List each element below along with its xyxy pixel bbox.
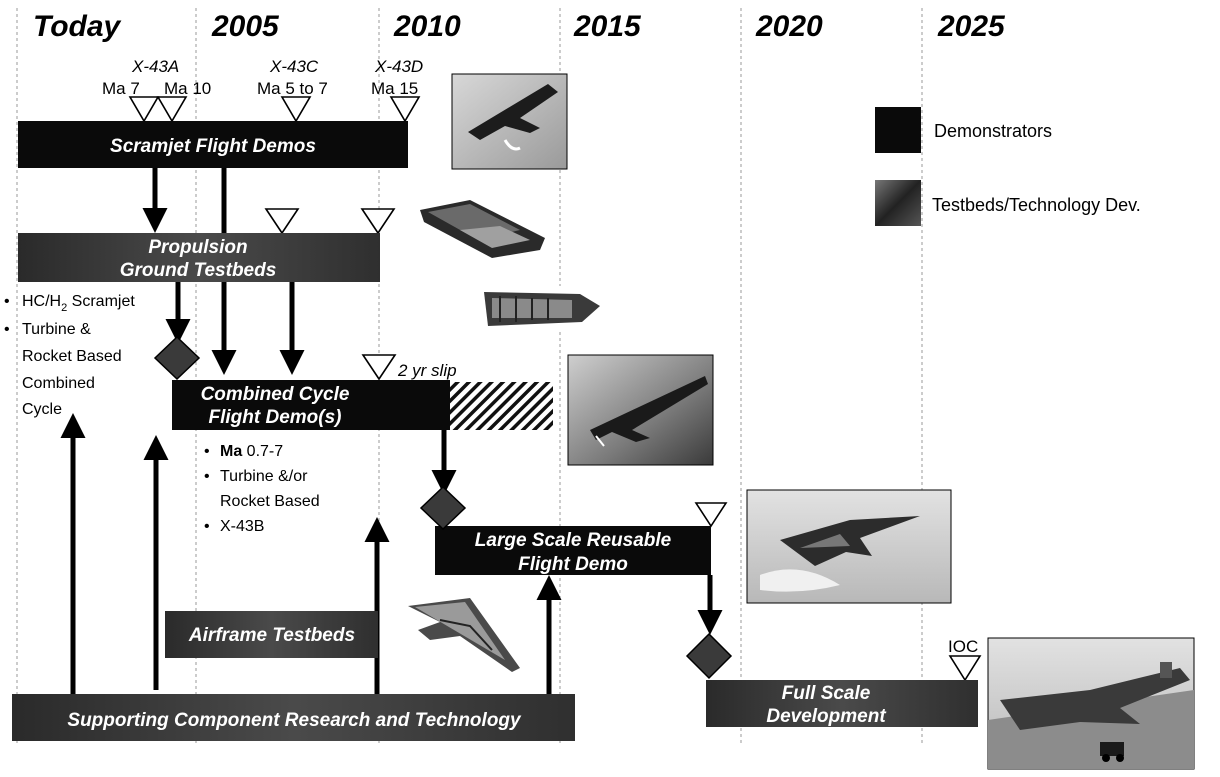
scramjet-engine-photo (420, 200, 545, 258)
milestone-triangle (694, 502, 728, 528)
left-notes: • HC/H2 Scramjet • Turbine & Rocket Base… (4, 293, 135, 418)
vehicle-x43a: X-43A (131, 57, 179, 76)
slip-label: 2 yr slip (397, 361, 457, 380)
bar-combined-cycle-flight-demos (172, 380, 450, 430)
connector-arrows (60, 168, 723, 698)
legend: Demonstrators Testbeds/Technology Dev. (875, 107, 1141, 226)
reusable-vehicle-photo (746, 489, 952, 604)
legend-label-testbeds: Testbeds/Technology Dev. (932, 195, 1141, 215)
decision-diamond (685, 632, 733, 680)
slip-hatch (450, 382, 553, 430)
bar-airframe-label: Airframe Testbeds (188, 625, 355, 646)
milestone-ma15: Ma 15 (371, 79, 418, 98)
milestone-triangle (361, 354, 397, 381)
left-note-2-line-1: Turbine & (22, 321, 91, 338)
year-2020: 2020 (755, 10, 823, 43)
bar-large-label-1: Large Scale Reusable (475, 530, 672, 551)
bar-full-scale-development (706, 680, 978, 727)
combined-cycle-vehicle-photo (567, 354, 714, 466)
legend-label-demonstrators: Demonstrators (934, 121, 1052, 141)
vehicle-x43c: X-43C (269, 57, 319, 76)
combined-note-3: X-43B (220, 518, 264, 535)
year-2015: 2015 (573, 10, 642, 43)
combined-note-bullet-1: • (204, 443, 210, 460)
combined-cycle-notes: • Ma 0.7-7 • Turbine &/or Rocket Based •… (204, 443, 320, 535)
milestone-triangle (156, 96, 188, 123)
legend-swatch-demonstrators (875, 107, 921, 153)
bar-airframe-testbeds (165, 611, 378, 658)
decision-diamonds (153, 335, 733, 680)
year-2025: 2025 (937, 10, 1006, 43)
bar-supporting-label: Supporting Component Research and Techno… (67, 710, 522, 731)
bar-scramjet-flight-demos (18, 121, 408, 168)
left-note-2-line-4: Cycle (22, 401, 62, 418)
full-scale-vehicle-photo (987, 637, 1195, 770)
bar-large-scale-reusable-flight-demo (435, 526, 711, 575)
bar-full-label-2: Development (766, 706, 886, 727)
year-today: Today (33, 10, 122, 43)
combined-note-2-line-2: Rocket Based (220, 493, 320, 510)
bar-propulsion-label-1: Propulsion (148, 237, 247, 258)
milestone-ma7: Ma 7 (102, 79, 140, 98)
left-note-bullet-2: • (4, 321, 10, 338)
bar-full-label-1: Full Scale (782, 683, 871, 704)
bar-propulsion-ground-testbeds (18, 233, 380, 282)
bar-supporting-component-research (12, 694, 575, 741)
combined-note-bullet-2: • (204, 468, 210, 485)
milestone-triangle (128, 96, 160, 123)
turbine-engine-photo (480, 286, 602, 330)
milestone-triangle (264, 208, 300, 235)
bar-large-label-2: Flight Demo (518, 554, 628, 575)
milestone-triangle (360, 208, 396, 235)
combined-note-1: Ma 0.7-7 (220, 443, 283, 460)
milestone-triangle (280, 96, 312, 123)
milestone-triangle (948, 655, 982, 682)
year-2010: 2010 (393, 10, 461, 43)
combined-note-bullet-3: • (204, 518, 210, 535)
milestone-triangles (128, 96, 982, 682)
milestone-ma10: Ma 10 (164, 79, 211, 98)
x43-vehicle-photo (451, 73, 568, 170)
left-note-2-line-3: Combined (22, 375, 95, 392)
bar-combined-label-1: Combined Cycle (201, 384, 350, 405)
year-header: Today 2005 2010 2015 2020 2025 (33, 10, 1006, 43)
year-2005: 2005 (211, 10, 280, 43)
decision-diamond (153, 335, 201, 381)
combined-note-2-line-1: Turbine &/or (220, 468, 308, 485)
airframe-model-photo (408, 598, 520, 672)
milestone-ma5to7: Ma 5 to 7 (257, 79, 328, 98)
left-note-2-line-2: Rocket Based (22, 348, 122, 365)
bar-propulsion-label-2: Ground Testbeds (120, 260, 277, 281)
left-note-bullet-1: • (4, 293, 10, 310)
milestone-triangle (389, 96, 421, 123)
ioc-label: IOC (948, 637, 978, 656)
legend-swatch-testbeds (875, 180, 921, 226)
decision-diamond (419, 485, 467, 531)
vehicle-x43d: X-43D (374, 57, 423, 76)
bar-combined-label-2: Flight Demo(s) (209, 407, 342, 428)
left-note-1: HC/H2 Scramjet (22, 293, 135, 314)
bar-scramjet-label: Scramjet Flight Demos (110, 136, 316, 157)
